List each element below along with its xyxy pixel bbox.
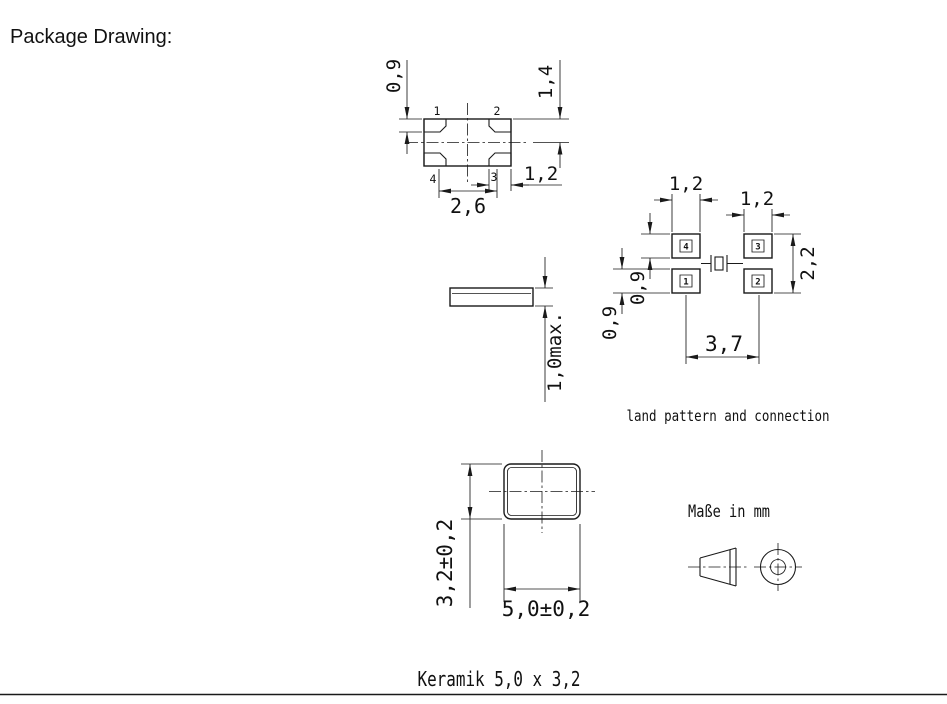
units-note: Maße in mm <box>688 502 770 522</box>
side-profile-outline <box>449 287 534 307</box>
dim-label-body-height: 3,2±0,2 <box>433 519 457 608</box>
dimension-body-width: 5,0±0,2 <box>502 524 591 621</box>
dim-label-pad-height: 0,9 <box>383 59 405 93</box>
land-pad-3 <box>743 233 773 259</box>
land-pad-2 <box>743 268 773 294</box>
extension-lines <box>774 233 801 294</box>
extension-lines <box>671 194 701 232</box>
corner-pads <box>423 118 512 167</box>
dimension-pad-width: 1,2 <box>471 163 562 191</box>
crystal-symbol <box>701 255 743 272</box>
extension-lines <box>743 209 773 232</box>
dimension-overall-height: 2,2 <box>774 233 819 294</box>
extension-lines <box>513 118 569 143</box>
dim-label-pad-to-center: 1,4 <box>535 65 557 99</box>
extension-lines <box>503 524 581 602</box>
land-pad-4 <box>671 233 701 259</box>
dimension-pad-width-left: 1,2 <box>654 173 718 232</box>
dimension-body-height: 3,2±0,2 <box>433 463 502 608</box>
dim-label-pad-span: 3,7 <box>705 332 743 356</box>
pad-number-4: 4 <box>683 243 689 253</box>
extension-lines <box>399 118 422 133</box>
dim-label-pad-width-right: 1,2 <box>740 188 774 210</box>
dimension-pad-height-upper: 0,9 <box>627 213 670 305</box>
circle-centerlines <box>754 543 802 591</box>
projection-symbol <box>688 543 802 591</box>
pin-label-3: 3 <box>491 170 498 184</box>
footer-caption: Keramik 5,0 x 3,2 <box>418 667 581 691</box>
dimension-pad-width-right: 1,2 <box>726 188 790 232</box>
pin-label-1: 1 <box>434 104 441 118</box>
dim-label-overall-height: 2,2 <box>797 246 819 280</box>
footer: Keramik 5,0 x 3,2 <box>0 667 947 696</box>
centerlines <box>406 103 529 183</box>
side-view: 1,0max. <box>449 257 566 402</box>
pad-number-2: 2 <box>755 278 760 288</box>
dim-label-body-width: 5,0±0,2 <box>502 597 591 621</box>
extension-lines <box>685 295 760 364</box>
dimension-pad-to-center: 1,4 <box>513 60 569 168</box>
bottom-view: 3,2±0,2 5,0±0,2 <box>433 450 595 621</box>
pad-number-boxes <box>679 239 765 288</box>
extension-lines <box>535 287 553 307</box>
dim-label-max-height: 1,0max. <box>544 312 566 392</box>
land-pattern: 4 3 1 2 1,2 1,2 2,2 0,9 <box>599 173 830 425</box>
dimension-max-height: 1,0max. <box>535 257 566 402</box>
extension-lines <box>461 463 502 608</box>
dim-label-pad-height-upper: 0,9 <box>627 271 649 305</box>
pin-label-4: 4 <box>430 172 437 186</box>
extension-lines <box>641 233 670 259</box>
pin-label-2: 2 <box>494 104 501 118</box>
dim-label-pad-width: 1,2 <box>524 163 558 185</box>
land-pad-1 <box>671 268 701 294</box>
land-pattern-caption: land pattern and connection <box>627 407 830 425</box>
top-view: 1 2 4 3 0,9 1,4 1,2 2,6 <box>383 59 569 218</box>
dimension-pad-height: 0,9 <box>383 59 422 154</box>
dimension-pad-span: 3,7 <box>685 295 760 364</box>
dim-label-pad-width-left: 1,2 <box>669 173 703 195</box>
dim-label-inner-span: 2,6 <box>450 194 486 218</box>
crystal-leads-and-plates <box>701 255 743 272</box>
crystal-body <box>714 256 724 271</box>
centerlines <box>489 450 595 533</box>
dimension-inner-span: 2,6 <box>438 169 498 218</box>
dimension-pad-height-lower: 0,9 <box>599 248 670 340</box>
pad-number-1: 1 <box>683 278 688 288</box>
pad-number-3: 3 <box>755 243 760 253</box>
dim-label-pad-height-lower: 0,9 <box>599 306 621 340</box>
page-title: Package Drawing: <box>10 26 172 48</box>
units-and-projection: Maße in mm <box>688 502 802 591</box>
